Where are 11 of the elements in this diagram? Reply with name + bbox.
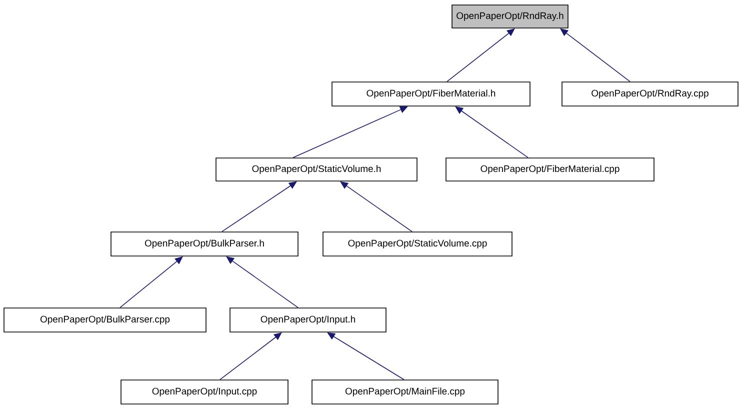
file-box: OpenPaperOpt/FiberMaterial.cpp — [446, 158, 654, 182]
file-box: OpenPaperOpt/RndRay.h — [452, 4, 568, 28]
file-box: OpenPaperOpt/Input.cpp — [120, 380, 288, 404]
file-box: OpenPaperOpt/BulkParser.h — [110, 232, 298, 256]
file-box: OpenPaperOpt/BulkParser.cpp — [4, 308, 206, 332]
file-box: OpenPaperOpt/StaticVolume.cpp — [322, 232, 512, 256]
file-box: OpenPaperOpt/RndRay.cpp — [562, 82, 738, 106]
file-box: OpenPaperOpt/MainFile.cpp — [312, 380, 498, 404]
file-box: OpenPaperOpt/StaticVolume.h — [216, 158, 418, 182]
file-box: OpenPaperOpt/FiberMaterial.h — [332, 82, 530, 106]
file-box: OpenPaperOpt/Input.h — [230, 308, 386, 332]
